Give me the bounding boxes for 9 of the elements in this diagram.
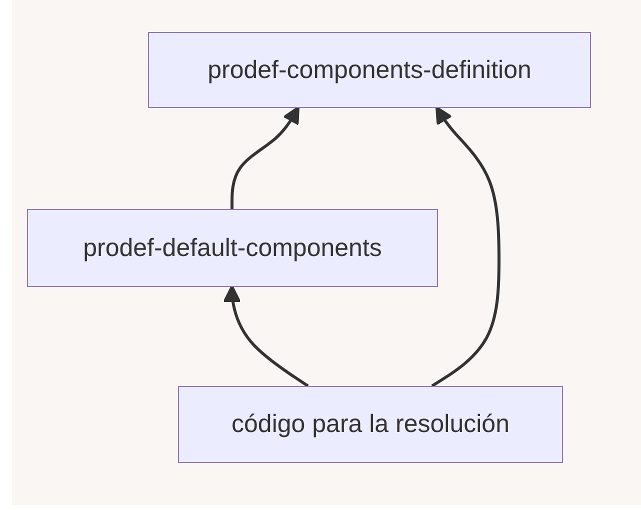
node-label: prodef-components-definition — [208, 56, 532, 84]
arrow — [223, 285, 309, 388]
arrow — [431, 106, 500, 388]
arrow — [230, 106, 300, 209]
node-label: prodef-default-components — [83, 234, 382, 262]
process-box — [178, 386, 563, 463]
process-box — [148, 32, 591, 108]
node-label: código para la resolución — [232, 410, 510, 439]
process-box — [27, 209, 438, 287]
